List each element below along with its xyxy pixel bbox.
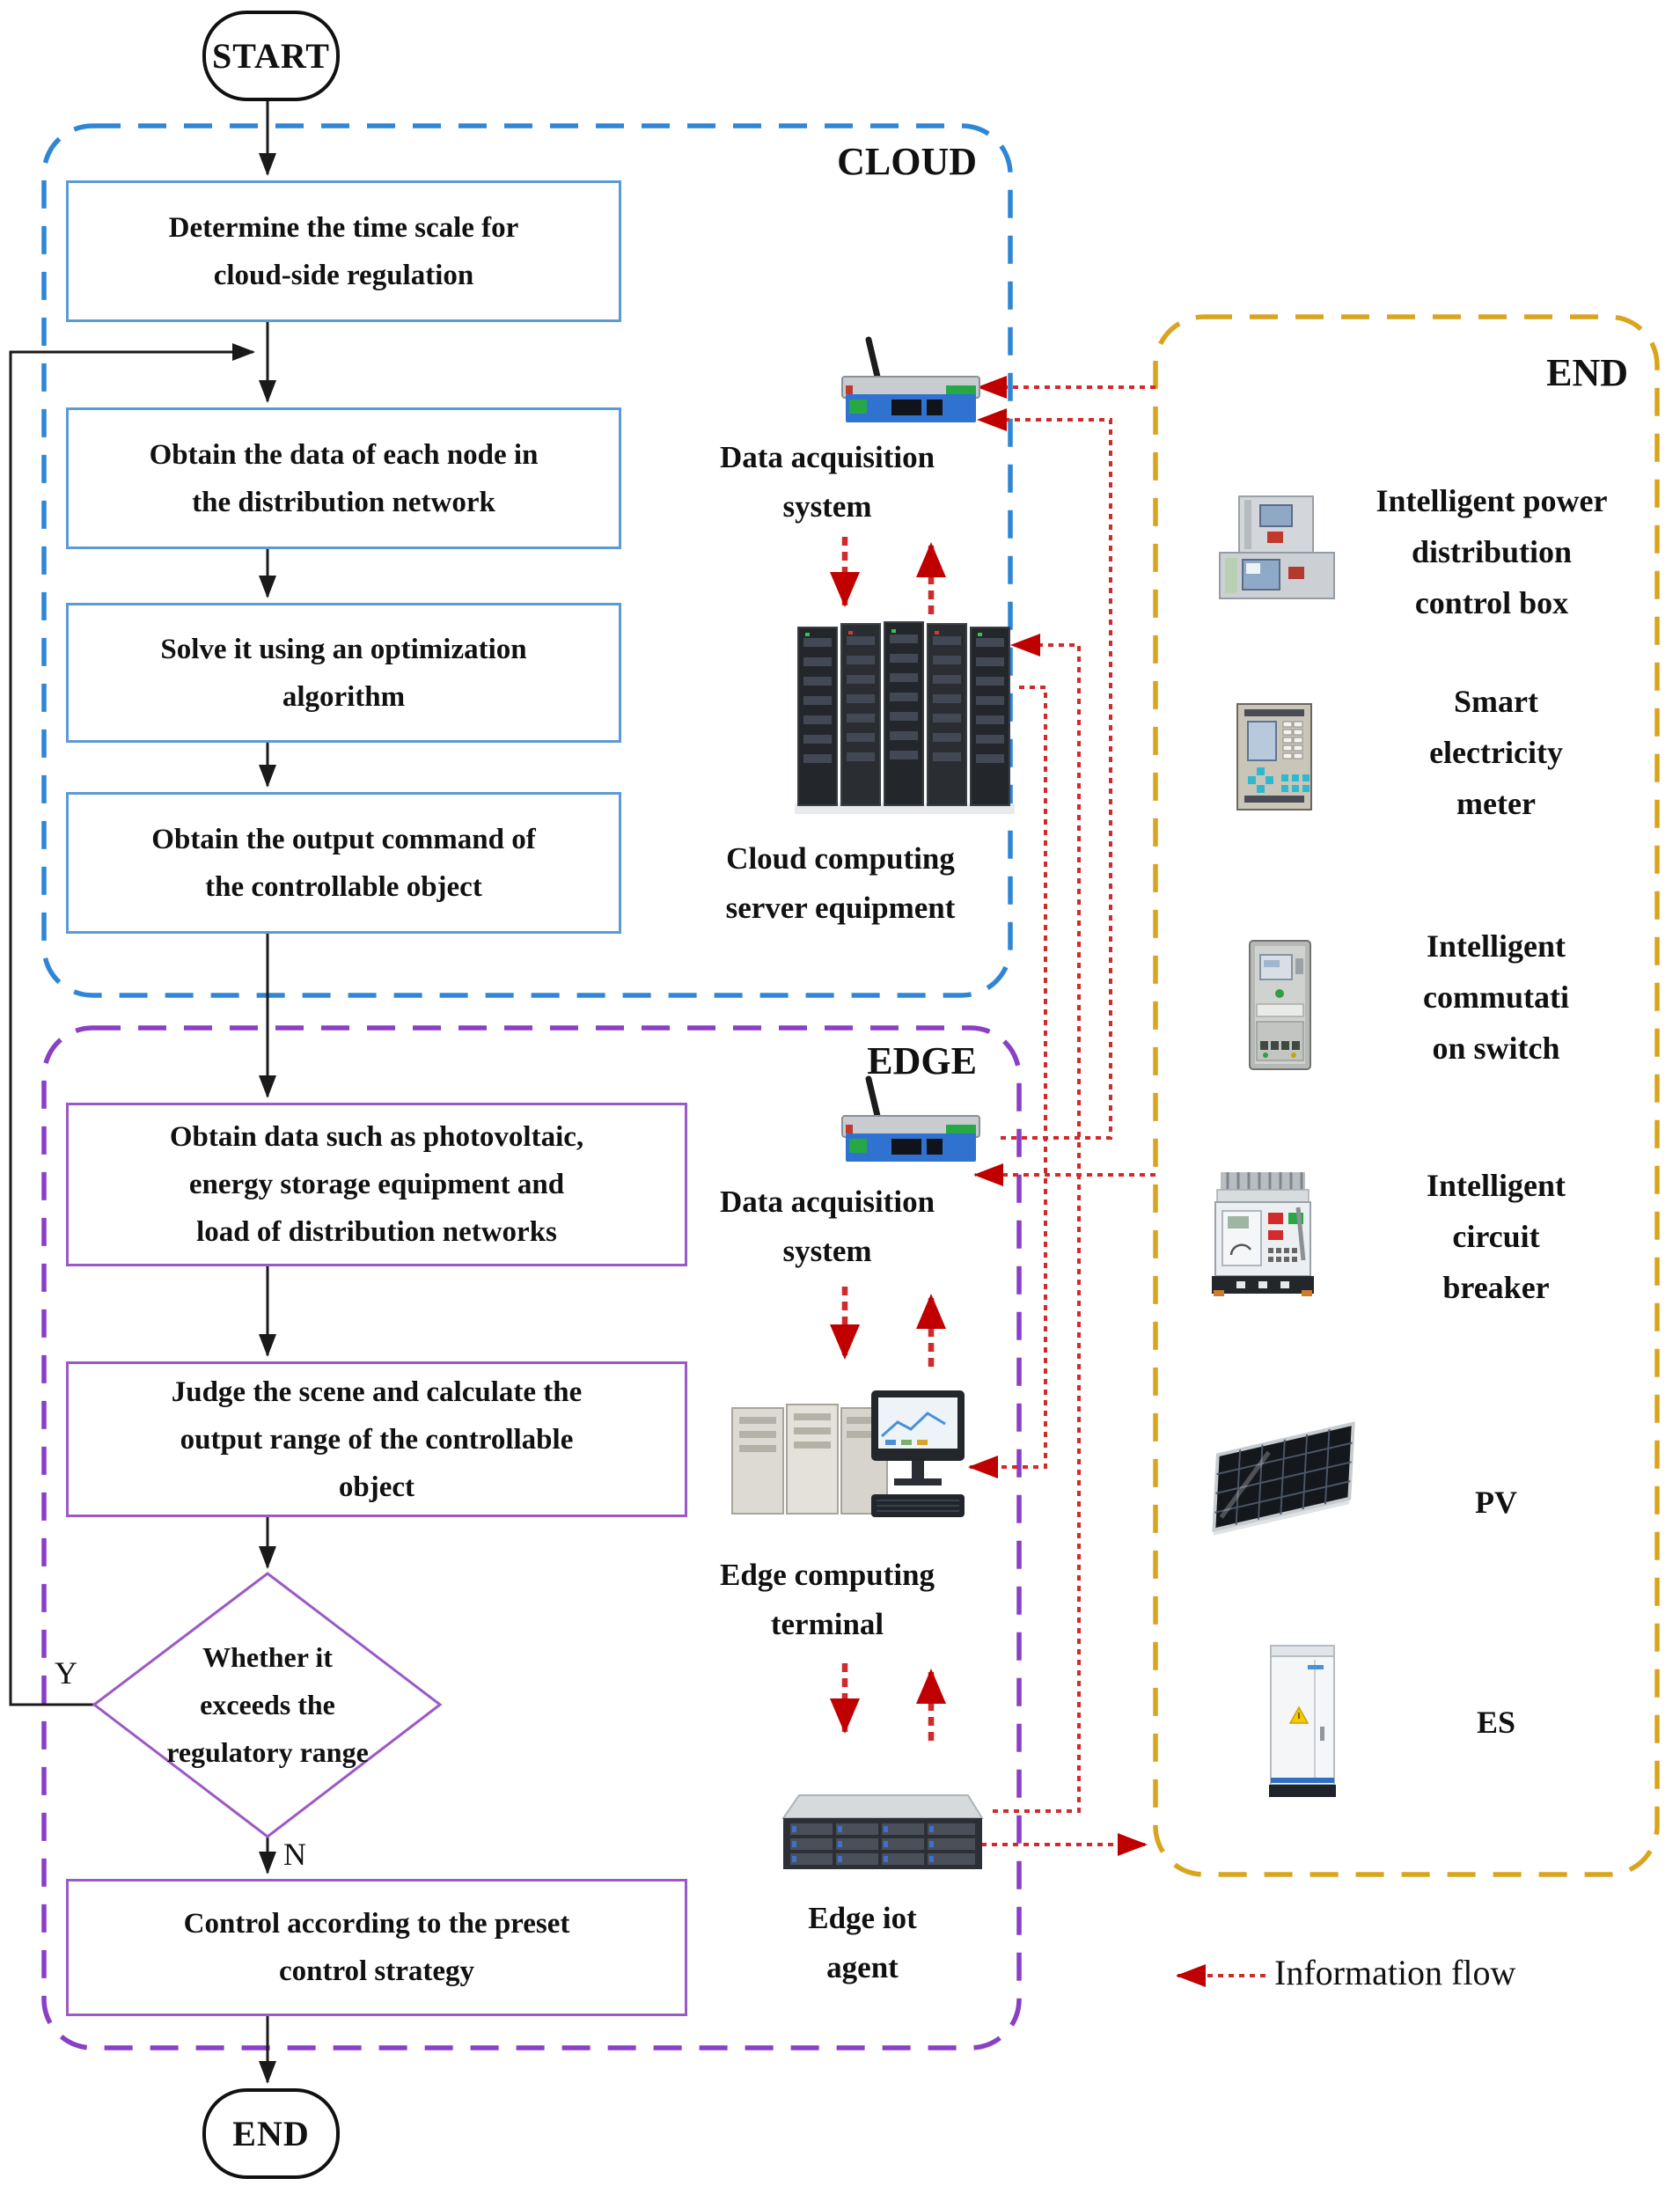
- terminal-workstation-shape: [731, 1390, 965, 1517]
- feedback-yes-loop: [9, 343, 255, 1706]
- info-edge-daq-to-cloud-daq: [977, 408, 1112, 1140]
- end-device-es-label: ES: [1476, 1705, 1516, 1740]
- end-node-label: END: [232, 2114, 310, 2153]
- decision-no-label: N: [283, 1837, 306, 1872]
- end-region-label: END: [1546, 351, 1628, 394]
- smart-meter-shape: [1236, 703, 1312, 811]
- decision-diamond: [92, 1572, 443, 1838]
- step-obtain-pv-storage-load-data: Obtain data such as photovoltaic,energy …: [66, 1103, 687, 1266]
- legend-information-flow-label: Information flow: [1274, 1953, 1516, 1992]
- end-region-border: [1153, 314, 1660, 1877]
- circuit-breaker-icon: [1212, 1172, 1314, 1296]
- power-distribution-control-box-icon: [1219, 495, 1335, 599]
- smart-electricity-meter-icon: [1236, 703, 1312, 811]
- edge-region-border: [41, 1025, 1022, 2050]
- edge-region-label: EDGE: [867, 1039, 977, 1082]
- iot-rack-server-shape: [781, 1794, 984, 1869]
- daq-router-shape: [841, 336, 980, 422]
- pv-panel-shape: [1212, 1421, 1355, 1536]
- edge-terminal-icon: [731, 1390, 965, 1517]
- info-edge-iot-to-cloud-server: [993, 634, 1081, 1813]
- end-device-pv-label: PV: [1475, 1485, 1517, 1520]
- pv-panel-icon: [1212, 1421, 1355, 1536]
- start-node: START: [202, 11, 340, 101]
- commutation-switch-icon: [1249, 940, 1311, 1070]
- server-rack-shape: [795, 621, 1015, 814]
- circuit-breaker-shape: [1212, 1172, 1314, 1296]
- cloud-server-icon: [795, 621, 1015, 814]
- commutation-switch-shape: [1249, 940, 1311, 1070]
- cloud-region-label: CLOUD: [837, 140, 977, 183]
- daq-router-shape: [841, 1075, 980, 1162]
- edge-daq-device-icon: [841, 1075, 980, 1162]
- info-cloud-server-to-edge-terminal: [968, 686, 1047, 1478]
- end-node: END: [202, 2088, 340, 2179]
- cloud-daq-device-icon: [841, 336, 980, 422]
- start-label: START: [211, 36, 330, 76]
- cloud-region-border: [41, 123, 1013, 998]
- decision-yes-label: Y: [55, 1655, 77, 1691]
- es-cabinet-shape: [1269, 1645, 1336, 1797]
- edge-iot-agent-icon: [781, 1794, 984, 1869]
- es-cabinet-icon: [1269, 1645, 1336, 1797]
- control-box-shape: [1219, 495, 1335, 599]
